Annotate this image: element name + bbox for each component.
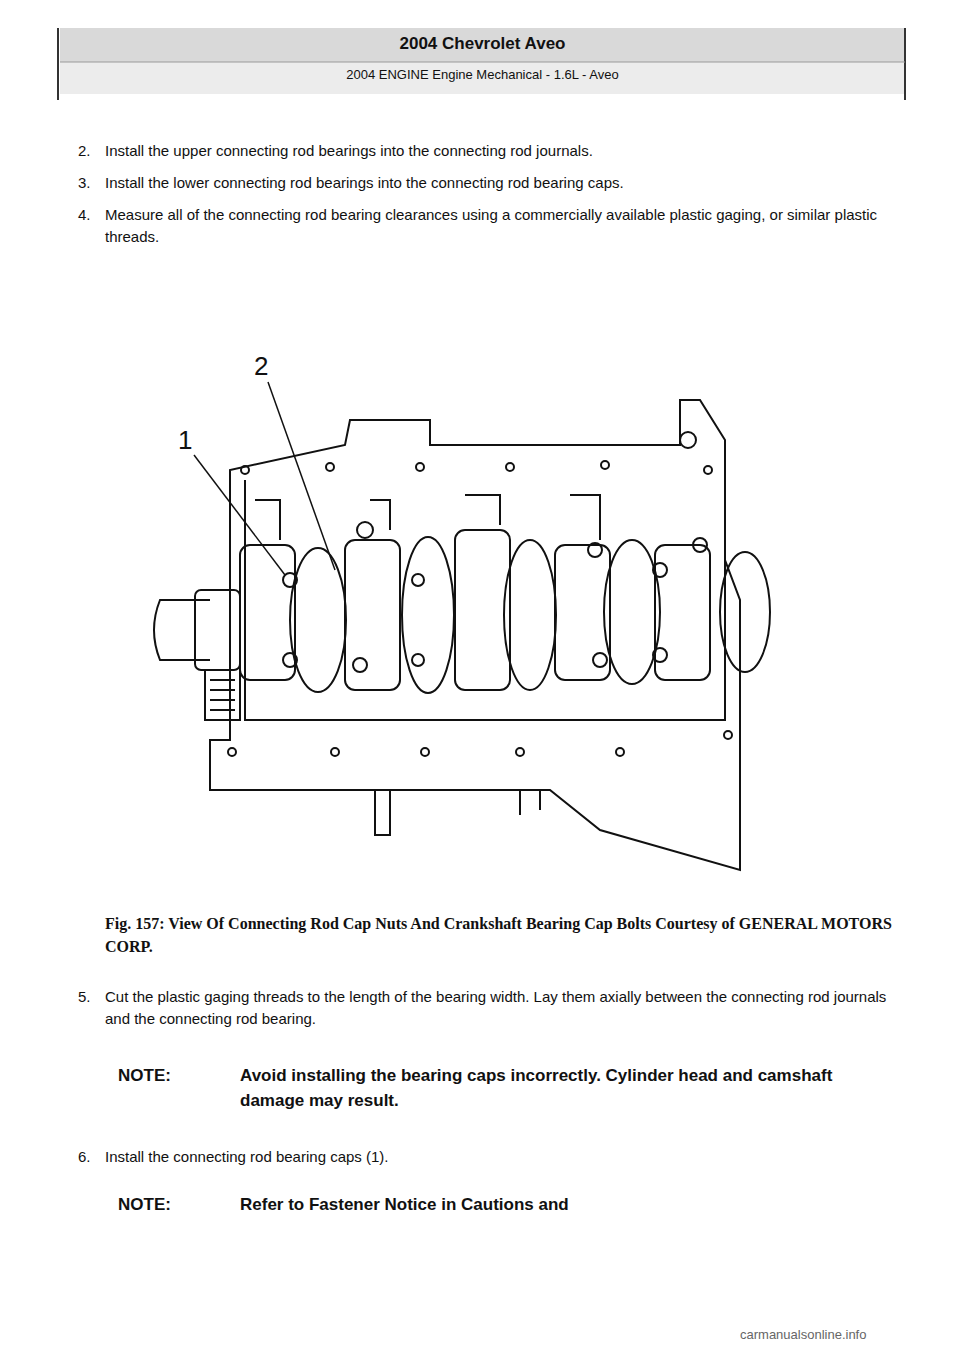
watermark: carmanualsonline.info — [740, 1326, 866, 1345]
step-number: 5. — [78, 986, 91, 1008]
note-text: Avoid installing the bearing caps incorr… — [240, 1064, 900, 1113]
header-subtitle: 2004 ENGINE Engine Mechanical - 1.6L - A… — [60, 66, 905, 85]
header-subband — [60, 62, 905, 94]
step-number: 2. — [78, 140, 91, 162]
step-text: Install the lower connecting rod bearing… — [105, 172, 905, 194]
header-rule — [60, 62, 905, 63]
step-text: Install the connecting rod bearing caps … — [105, 1146, 895, 1168]
callout-number: 2 — [254, 348, 268, 386]
note-label: NOTE: — [118, 1064, 171, 1089]
step-number: 4. — [78, 204, 91, 226]
step-number: 3. — [78, 172, 91, 194]
leader-line — [194, 455, 285, 575]
header-title: 2004 Chevrolet Aveo — [60, 32, 905, 57]
engine-block-drawing — [154, 400, 770, 870]
step-text: Cut the plastic gaging threads to the le… — [105, 986, 895, 1030]
leader-line — [268, 382, 335, 570]
note-label: NOTE: — [118, 1193, 171, 1218]
step-text: Measure all of the connecting rod bearin… — [105, 204, 895, 248]
header-rule — [904, 28, 906, 100]
callout-number: 1 — [178, 422, 192, 460]
step-number: 6. — [78, 1146, 91, 1168]
figure-caption: Fig. 157: View Of Connecting Rod Cap Nut… — [105, 912, 895, 958]
note-text: Refer to Fastener Notice in Cautions and — [240, 1193, 900, 1218]
header-band — [60, 28, 905, 62]
step-text: Install the upper connecting rod bearing… — [105, 140, 905, 162]
header-rule — [57, 28, 59, 100]
